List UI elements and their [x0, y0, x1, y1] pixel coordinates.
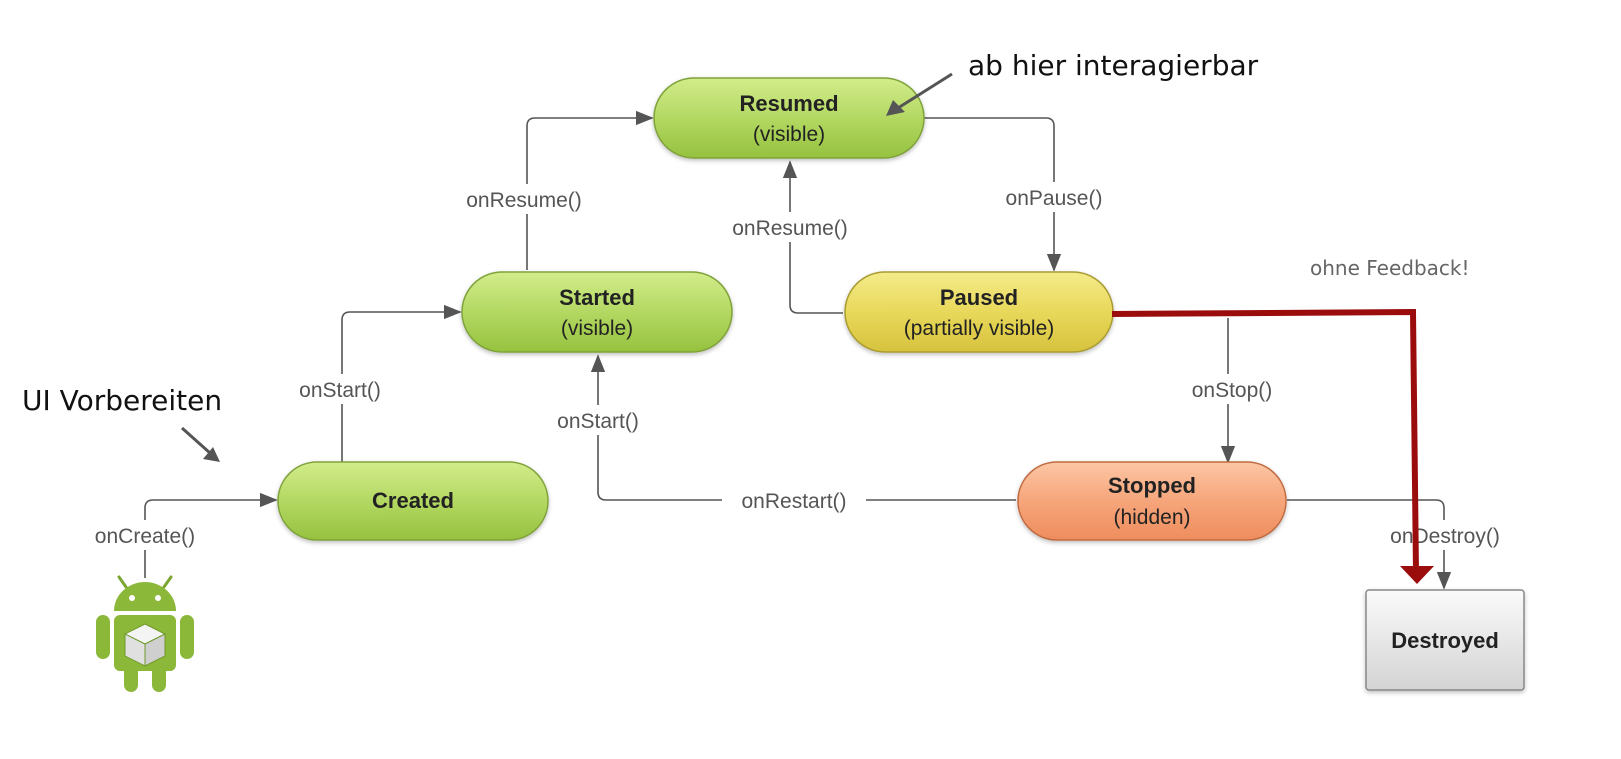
label-bg — [714, 212, 866, 242]
state-paused-subtitle: (partially visible) — [904, 317, 1055, 340]
annotation-prepare-ui-arrow — [181, 426, 220, 462]
edge-labels: onResume() onPause() onResume() onStart(… — [76, 182, 1518, 550]
edge-stopped-to-destroyed — [1287, 499, 1452, 590]
state-started-title: Started — [559, 285, 635, 310]
label-bg — [988, 182, 1120, 212]
edge-launch-to-created — [144, 492, 278, 578]
edge-stopped-to-started — [590, 354, 1016, 501]
state-resumed-subtitle: (visible) — [753, 123, 825, 146]
edge-started-to-resumed — [526, 110, 654, 270]
label-onstop: onStop() — [1192, 379, 1273, 402]
highlight-arrow-paused-to-destroyed — [1111, 308, 1434, 584]
label-onresume-started: onResume() — [466, 189, 582, 212]
state-destroyed-title: Destroyed — [1391, 628, 1499, 653]
label-onstart-created: onStart() — [299, 379, 381, 402]
label-bg — [284, 374, 396, 404]
label-bg — [76, 520, 214, 550]
label-bg — [1372, 520, 1518, 550]
label-onresume-paused: onResume() — [732, 217, 848, 240]
state-resumed — [653, 77, 925, 159]
label-bg — [542, 405, 654, 435]
state-stopped-subtitle: (hidden) — [1113, 506, 1190, 529]
edge-resumed-to-paused — [922, 117, 1062, 272]
state-stopped — [1017, 461, 1287, 541]
state-started-subtitle: (visible) — [561, 317, 633, 340]
label-onpause: onPause() — [1006, 187, 1103, 210]
label-bg — [1176, 374, 1288, 404]
state-started — [461, 271, 733, 353]
state-destroyed — [1365, 589, 1525, 691]
state-stopped-title: Stopped — [1108, 473, 1196, 498]
annotation-no-feedback: ohne Feedback! — [1310, 256, 1470, 280]
label-onstart-stopped: onStart() — [557, 410, 639, 433]
annotation-interactable-arrow — [886, 72, 953, 116]
label-ondestroy: onDestroy() — [1390, 525, 1500, 548]
state-paused-title: Paused — [940, 285, 1018, 310]
label-bg — [722, 486, 866, 516]
state-created-title: Created — [372, 488, 454, 513]
label-onrestart: onRestart() — [741, 490, 846, 513]
android-robot-icon — [96, 575, 194, 692]
state-created — [277, 461, 549, 541]
label-oncreate: onCreate() — [95, 525, 195, 548]
label-bg — [448, 184, 600, 214]
edge-created-to-started — [341, 304, 462, 463]
annotation-interactable: ab hier interagierbar — [968, 49, 1259, 82]
annotation-prepare-ui: UI Vorbereiten — [22, 384, 222, 417]
state-paused — [844, 271, 1114, 353]
state-resumed-title: Resumed — [739, 91, 838, 116]
edge-paused-to-resumed — [782, 160, 843, 314]
